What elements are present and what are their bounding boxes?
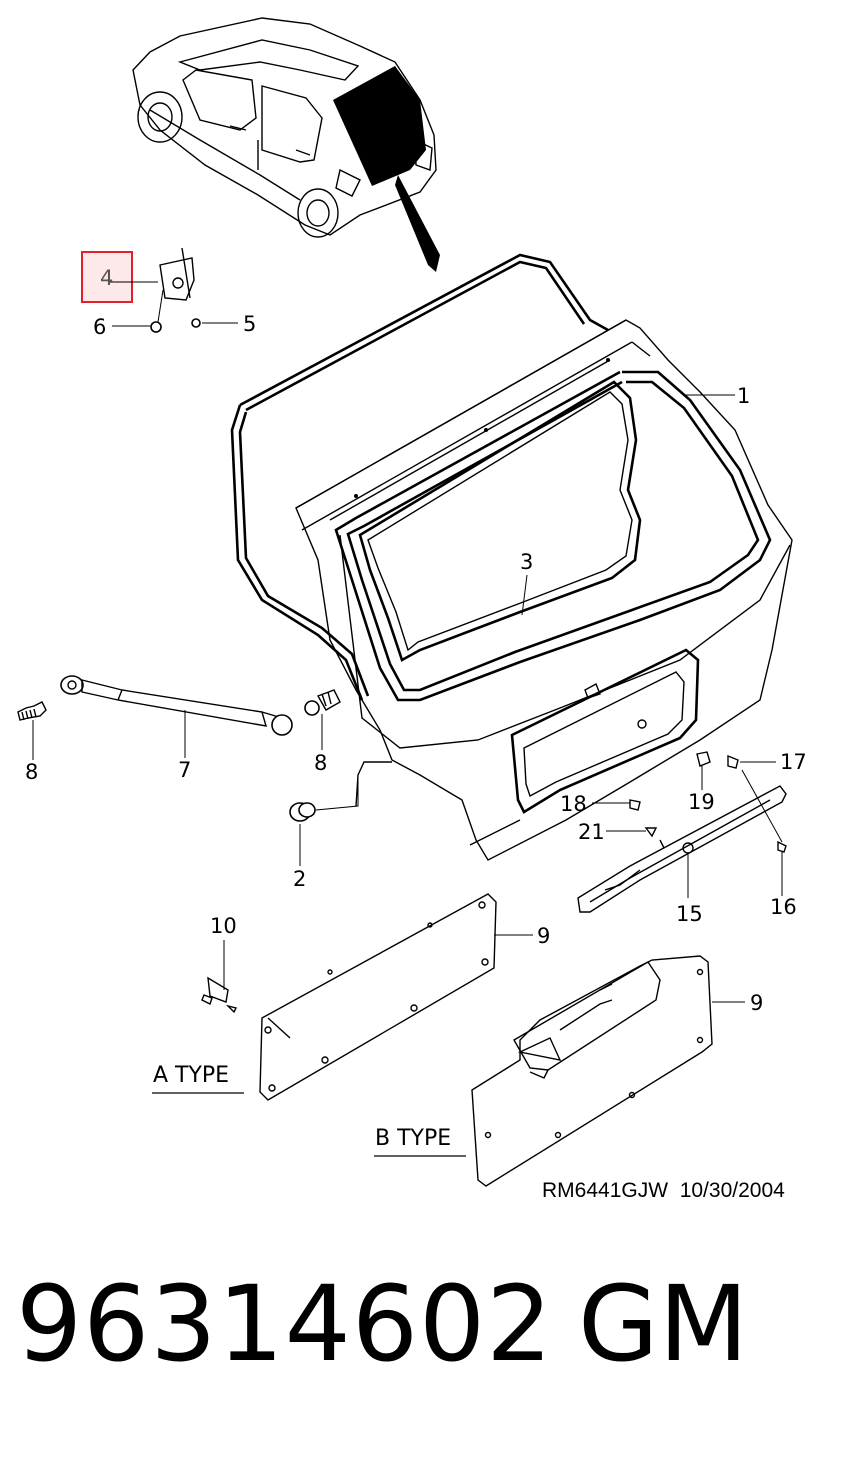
ball-stud-left-part-8[interactable] <box>17 701 47 760</box>
callout-6: 6 <box>93 315 106 339</box>
stopper-part-2[interactable] <box>289 775 359 866</box>
trim-panel-b-type[interactable] <box>471 955 745 1187</box>
callout-3: 3 <box>520 550 533 574</box>
callout-18: 18 <box>560 792 587 816</box>
callout-4: 4 <box>100 266 113 290</box>
part-number: 96314602 <box>16 1263 554 1385</box>
ball-stud-right-part-8[interactable] <box>304 689 341 750</box>
callout-9-b-type: 9 <box>750 991 763 1015</box>
rivet-part-21[interactable] <box>606 827 665 849</box>
callout-19: 19 <box>688 790 715 814</box>
fastener-part-16[interactable] <box>777 840 787 896</box>
a-type-label: A TYPE <box>153 1063 229 1088</box>
callout-16: 16 <box>770 895 797 919</box>
hinge-part-4[interactable] <box>81 247 238 333</box>
callout-21: 21 <box>578 820 605 844</box>
callout-8-left: 8 <box>25 760 38 784</box>
clip-part-18[interactable] <box>592 799 641 811</box>
callout-17: 17 <box>780 750 807 774</box>
trim-panel-a-type[interactable] <box>259 893 533 1101</box>
callout-5: 5 <box>243 312 256 336</box>
brand-name: GM <box>578 1263 749 1385</box>
drawing-code: RM6441GJW 10/30/2004 <box>542 1179 785 1202</box>
car-thumbnail <box>132 17 440 272</box>
callout-2: 2 <box>293 867 306 891</box>
clip-part-19[interactable] <box>696 751 711 790</box>
highlight-box <box>81 251 133 303</box>
callout-10: 10 <box>210 914 237 938</box>
tailgate-assembly[interactable] <box>230 253 793 861</box>
gas-strut-part-7[interactable] <box>60 675 293 758</box>
glass-part-3 <box>358 380 642 662</box>
clip-part-17[interactable] <box>727 754 776 769</box>
callout-15: 15 <box>676 902 703 926</box>
callout-8-right: 8 <box>314 751 327 775</box>
clip-part-10[interactable] <box>201 940 238 1014</box>
callout-7: 7 <box>178 758 191 782</box>
garnish-part-15[interactable] <box>577 769 787 913</box>
b-type-label: B TYPE <box>375 1126 451 1151</box>
callout-1: 1 <box>737 384 750 408</box>
callout-9-a-type: 9 <box>537 924 550 948</box>
